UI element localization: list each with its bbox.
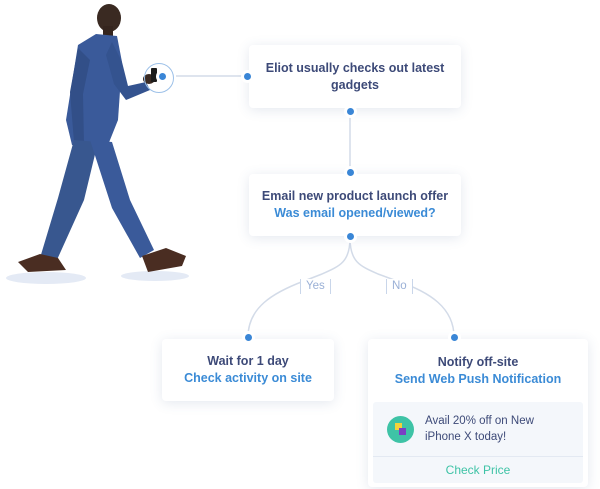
start-node-title: Eliot usually checks out latest gadgets	[265, 61, 445, 92]
push-divider	[373, 456, 583, 457]
notify-node-action: Send Web Push Notification	[394, 372, 562, 386]
notify-node-card[interactable]: Notify off-site Send Web Push Notificati…	[368, 339, 588, 487]
email-node-condition: Was email opened/viewed?	[274, 206, 436, 220]
connector-dot	[347, 233, 354, 240]
connector-dot	[245, 334, 252, 341]
wait-node-title: Wait for 1 day	[207, 354, 289, 368]
branch-yes-label: Yes	[300, 279, 331, 294]
push-notification-preview: Avail 20% off on New iPhone X today! Che…	[373, 402, 583, 483]
connector-dot	[347, 108, 354, 115]
check-price-button[interactable]: Check Price	[445, 463, 511, 477]
start-node-card[interactable]: Eliot usually checks out latest gadgets	[249, 45, 461, 108]
connector-dot	[159, 73, 166, 80]
wait-node-card[interactable]: Wait for 1 day Check activity on site	[162, 339, 334, 401]
app-logo-icon	[387, 415, 414, 443]
email-node-card[interactable]: Email new product launch offer Was email…	[249, 174, 461, 236]
connector-dot	[244, 73, 251, 80]
email-node-title: Email new product launch offer	[261, 189, 449, 203]
wait-node-action: Check activity on site	[184, 371, 312, 385]
notify-node-title: Notify off-site	[437, 355, 519, 369]
push-notification-body: Avail 20% off on New iPhone X today!	[373, 402, 583, 456]
connector-dot	[347, 169, 354, 176]
phone-highlight-ring	[144, 63, 174, 93]
walking-man-illustration	[6, 4, 189, 284]
connector-dot	[451, 334, 458, 341]
push-notification-message: Avail 20% off on New iPhone X today!	[425, 415, 534, 443]
branch-no-label: No	[386, 279, 413, 294]
